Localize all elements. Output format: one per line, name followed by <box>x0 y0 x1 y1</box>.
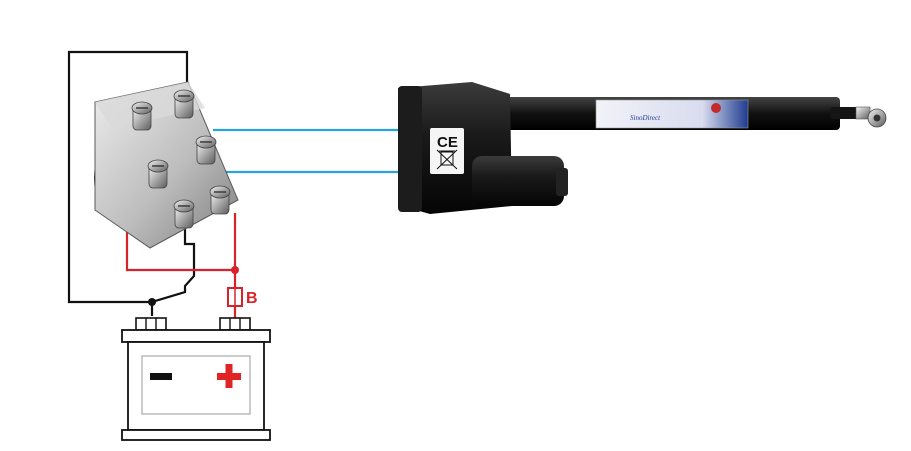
ce-mark-text: CE <box>437 134 458 151</box>
battery-terminal-positive <box>219 317 251 331</box>
linear-actuator-icon: SinoDirect CE <box>398 82 887 214</box>
dpdt-toggle-switch-icon <box>94 81 239 249</box>
negative-wire-lower <box>150 205 196 316</box>
battery-icon <box>121 317 271 441</box>
junction-positive <box>231 266 239 274</box>
actuator-label: SinoDirect <box>595 99 749 129</box>
fuse-label: B <box>246 290 258 307</box>
actuator-logo-text: SinoDirect <box>630 114 661 122</box>
fuse-icon <box>227 287 243 307</box>
plus-sign-icon <box>217 364 241 388</box>
weee-bin-icon <box>436 149 458 170</box>
switch-terminal-screws <box>131 89 231 229</box>
ce-mark-panel: CE <box>430 128 464 174</box>
minus-sign-icon <box>150 373 172 380</box>
rod-end-fitting <box>855 106 887 128</box>
battery-terminal-negative <box>135 317 167 331</box>
junction-negative <box>148 298 156 306</box>
negative-wire-loop <box>67 50 189 304</box>
